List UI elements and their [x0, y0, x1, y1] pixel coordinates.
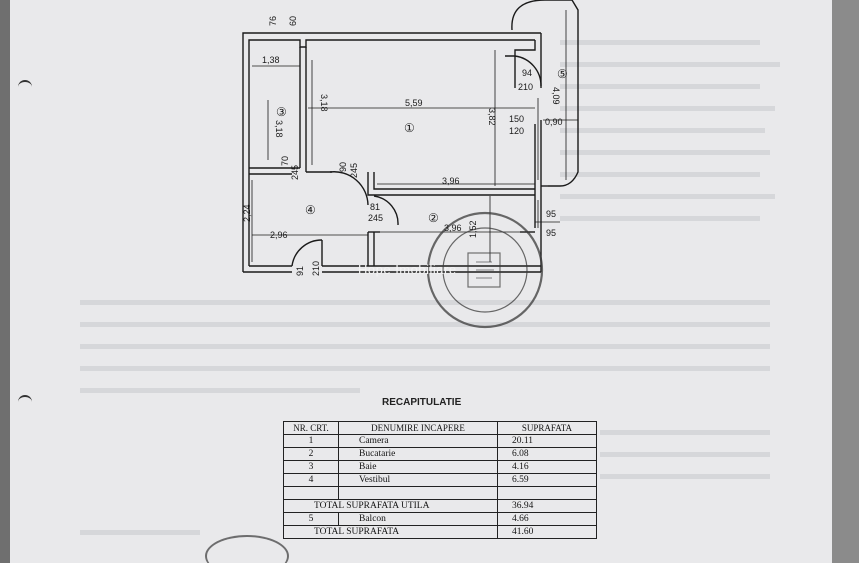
- watermark: Hope Imobiliare: [358, 262, 457, 277]
- room-number-1: ①: [404, 121, 415, 135]
- total-row: TOTAL SUPRAFATA 41.60: [283, 525, 597, 539]
- cell-area: 20.11: [497, 434, 597, 448]
- dim-label: 245: [290, 165, 300, 180]
- table-row: 5 Balcon 4.66: [283, 512, 597, 526]
- table-row: 1 Camera 20.11: [283, 434, 597, 448]
- cell-area: 4.16: [497, 460, 597, 474]
- dim-label: 210: [311, 261, 321, 276]
- cell-nr: 2: [283, 447, 339, 461]
- cell-nr: 3: [283, 460, 339, 474]
- cell-name: Bucatarie: [338, 447, 498, 461]
- cell-nr: 4: [283, 473, 339, 487]
- header-name: DENUMIRE INCAPERE: [338, 421, 498, 435]
- cell-name: Camera: [338, 434, 498, 448]
- punch-hole-mark: [18, 395, 32, 405]
- room-number-2: ②: [428, 211, 439, 225]
- dim-label: 3,82: [487, 108, 497, 126]
- recap-table: NR. CRT. DENUMIRE INCAPERE SUPRAFATA 1 C…: [283, 421, 597, 539]
- cell-name: Vestibul: [338, 473, 498, 487]
- dim-label: 245: [349, 163, 359, 178]
- dim-label: 2,96: [270, 230, 288, 240]
- total-util-value: 36.94: [497, 499, 597, 513]
- dim-label: 3,18: [274, 120, 284, 138]
- room-number-4: ④: [305, 203, 316, 217]
- dim-label: 120: [509, 126, 524, 136]
- dim-label: 70: [280, 156, 290, 166]
- header-area: SUPRAFATA: [497, 421, 597, 435]
- total-util-label: TOTAL SUPRAFATA UTILA: [283, 499, 498, 513]
- dim-label: 150: [509, 114, 524, 124]
- cell-empty: [338, 486, 498, 500]
- dim-label: 245: [368, 213, 383, 223]
- official-stamp: [426, 211, 544, 329]
- cell-name: Baie: [338, 460, 498, 474]
- dim-label: 0,90: [545, 117, 563, 127]
- table-row: 2 Bucatarie 6.08: [283, 447, 597, 461]
- dim-label: 90: [338, 162, 348, 172]
- table-row: 4 Vestibul 6.59: [283, 473, 597, 487]
- cell-area: 6.59: [497, 473, 597, 487]
- header-nr: NR. CRT.: [283, 421, 339, 435]
- dim-label: 1,38: [262, 55, 280, 65]
- cell-name: Balcon: [338, 512, 498, 526]
- room-number-3: ③: [276, 105, 287, 119]
- paper-edge: [832, 0, 859, 563]
- cell-area: 4.66: [497, 512, 597, 526]
- dim-label: 3,96: [444, 223, 462, 233]
- dim-label: 3,96: [442, 176, 460, 186]
- cell-empty: [283, 486, 339, 500]
- table-row: 3 Baie 4.16: [283, 460, 597, 474]
- dim-label: 3,18: [319, 94, 329, 112]
- room-number-5: ⑤: [557, 67, 568, 81]
- dim-label: 5,59: [405, 98, 423, 108]
- dim-label: 60: [288, 16, 298, 26]
- total-util-row: TOTAL SUPRAFATA UTILA 36.94: [283, 499, 597, 513]
- dim-label: 94: [522, 68, 532, 78]
- punch-hole-mark: [18, 80, 32, 90]
- total-value: 41.60: [497, 525, 597, 539]
- dim-label: 95: [546, 228, 556, 238]
- cell-nr: 5: [283, 512, 339, 526]
- dim-label: 210: [518, 82, 533, 92]
- outer-wall: [242, 32, 541, 272]
- dim-label: 95: [546, 209, 556, 219]
- dim-label: 1,52: [468, 220, 478, 238]
- table-row-spacer: [283, 486, 597, 500]
- cell-nr: 1: [283, 434, 339, 448]
- cell-area: 6.08: [497, 447, 597, 461]
- cell-empty: [497, 486, 597, 500]
- balcony-outline: [511, 0, 579, 187]
- dim-label: 81: [370, 202, 380, 212]
- dim-label: 91: [295, 266, 305, 276]
- dim-label: 76: [268, 16, 278, 26]
- recap-title: RECAPITULATIE: [382, 397, 462, 408]
- total-label: TOTAL SUPRAFATA: [283, 525, 498, 539]
- table-header-row: NR. CRT. DENUMIRE INCAPERE SUPRAFATA: [283, 421, 597, 435]
- dim-label: 4,09: [551, 87, 561, 105]
- dim-label: 2,24: [242, 204, 252, 222]
